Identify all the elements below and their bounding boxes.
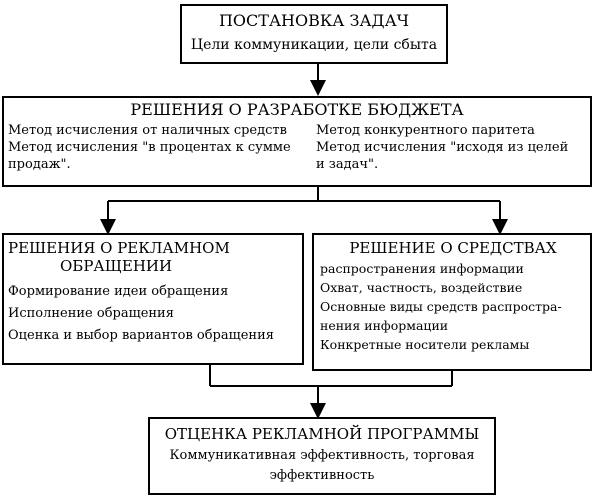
budget-decisions-box: РЕШЕНИЯ О РАЗРАБОТКЕ БЮДЖЕТА Метод исчис… — [2, 96, 592, 187]
budget-right-line: и задач". — [316, 157, 379, 172]
budget-left-line: Метод исчисления "в процентах к сумме — [8, 140, 291, 155]
message-item: Исполнение обращения — [8, 306, 174, 321]
budget-left-column: Метод исчисления от наличных средств Мет… — [8, 122, 306, 173]
goal-setting-subtitle: Цели коммуникации, цели сбыта — [190, 37, 438, 53]
goal-setting-box: ПОСТАНОВКА ЗАДАЧ Цели коммуникации, цели… — [180, 4, 448, 64]
budget-right-line: Метод конкурентного паритета — [316, 123, 535, 138]
budget-right-line: Метод исчисления "исходя из целей — [316, 140, 569, 155]
budget-left-line: Метод исчисления от наличных средств — [8, 123, 287, 138]
media-item: распространения информации — [320, 261, 524, 276]
media-item: Охват, частность, воздействие — [320, 280, 523, 295]
budget-right-column: Метод конкурентного паритета Метод исчис… — [316, 122, 590, 173]
message-decisions-title: РЕШЕНИЯ О РЕКЛАМНОМ — [8, 239, 230, 257]
evaluation-title: ОТЦЕНКА РЕКЛАМНОЙ ПРОГРАММЫ — [164, 425, 480, 443]
message-item: Оценка и выбор вариантов обращения — [8, 328, 274, 343]
media-item: Основные виды средств распростра- — [320, 299, 562, 314]
budget-left-line: продаж". — [8, 157, 71, 172]
evaluation-line: эффективность — [269, 468, 375, 483]
media-item: Конкретные носители рекламы — [320, 337, 530, 352]
evaluation-box: ОТЦЕНКА РЕКЛАМНОЙ ПРОГРАММЫ Коммуникатив… — [148, 417, 496, 495]
media-decisions-title: РЕШЕНИЕ О СРЕДСТВАХ — [349, 239, 557, 257]
goal-setting-title: ПОСТАНОВКА ЗАДАЧ — [218, 11, 410, 30]
media-item: нения информации — [320, 318, 449, 333]
message-item: Формирование идеи обращения — [8, 284, 229, 299]
media-decisions-box: РЕШЕНИЕ О СРЕДСТВАХ распространения инфо… — [312, 233, 592, 371]
message-decisions-box: РЕШЕНИЯ О РЕКЛАМНОМ ОБРАЩЕНИИ Формирован… — [2, 233, 304, 365]
evaluation-line: Коммуникативная эффективность, торговая — [169, 448, 475, 463]
message-decisions-title: ОБРАЩЕНИИ — [60, 257, 173, 275]
budget-decisions-title: РЕШЕНИЯ О РАЗРАБОТКЕ БЮДЖЕТА — [130, 100, 464, 119]
